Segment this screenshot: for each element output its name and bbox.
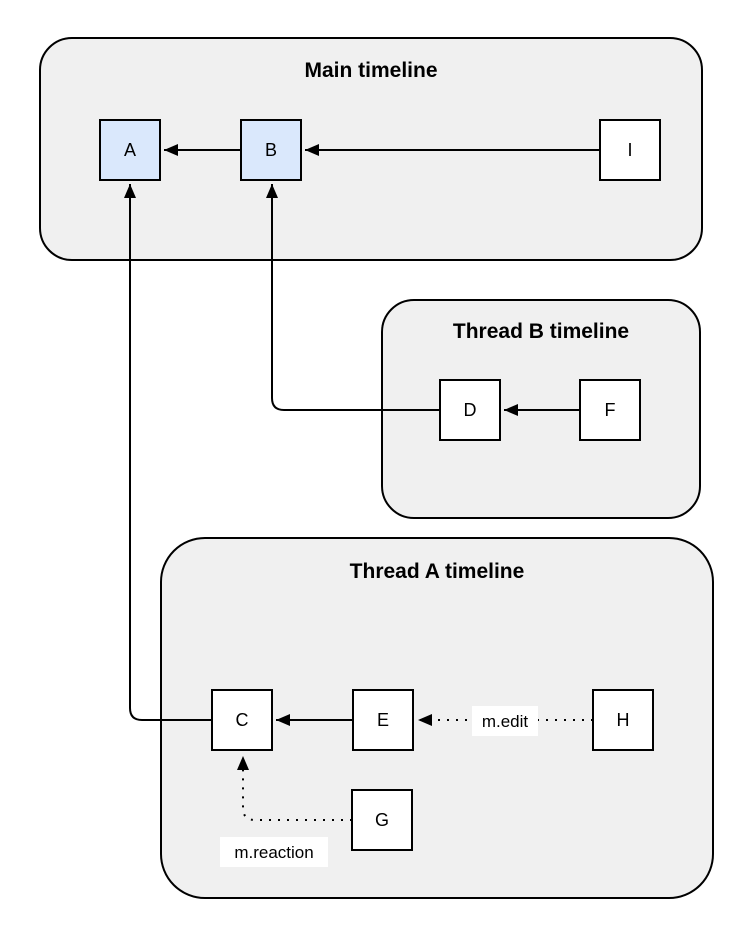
node-H: H <box>592 689 654 751</box>
edge-label-m-reaction-bg <box>220 837 328 867</box>
container-thread-a-timeline: Thread A timeline <box>160 537 714 899</box>
node-C: C <box>211 689 273 751</box>
container-thread-a-timeline-title: Thread A timeline <box>350 560 525 583</box>
node-D: D <box>439 379 501 441</box>
node-G: G <box>351 789 413 851</box>
node-E-label: E <box>377 710 389 730</box>
edge-label-m-reaction-text: m.reaction <box>234 843 313 862</box>
node-B-label: B <box>265 140 277 160</box>
node-I: I <box>599 119 661 181</box>
container-thread-b-timeline-title: Thread B timeline <box>453 320 629 343</box>
node-A-box <box>99 119 161 181</box>
edge-label-m-edit-text: m.edit <box>482 712 529 731</box>
node-I-label: I <box>627 140 632 160</box>
node-G-box <box>351 789 413 851</box>
node-D-box <box>439 379 501 441</box>
edge-label-m-edit-bg <box>472 706 538 736</box>
edge-d-to-b <box>266 184 440 411</box>
node-C-label: C <box>236 710 249 730</box>
node-A: A <box>99 119 161 181</box>
node-E-box <box>352 689 414 751</box>
node-F-box <box>579 379 641 441</box>
node-B-box <box>240 119 302 181</box>
node-A-label: A <box>124 140 136 160</box>
edge-c-to-a <box>124 184 212 721</box>
node-I-box <box>599 119 661 181</box>
edge-label-m-edit: m.edit <box>472 706 538 736</box>
node-D-label: D <box>464 400 477 420</box>
node-H-label: H <box>617 710 630 730</box>
node-F-label: F <box>605 400 616 420</box>
container-thread-a-timeline-box <box>160 537 714 899</box>
container-main-timeline-title: Main timeline <box>304 59 437 82</box>
node-F: F <box>579 379 641 441</box>
node-C-box <box>211 689 273 751</box>
node-H-box <box>592 689 654 751</box>
edge-label-m-reaction: m.reaction <box>220 837 328 867</box>
node-B: B <box>240 119 302 181</box>
node-E: E <box>352 689 414 751</box>
node-G-label: G <box>375 810 389 830</box>
